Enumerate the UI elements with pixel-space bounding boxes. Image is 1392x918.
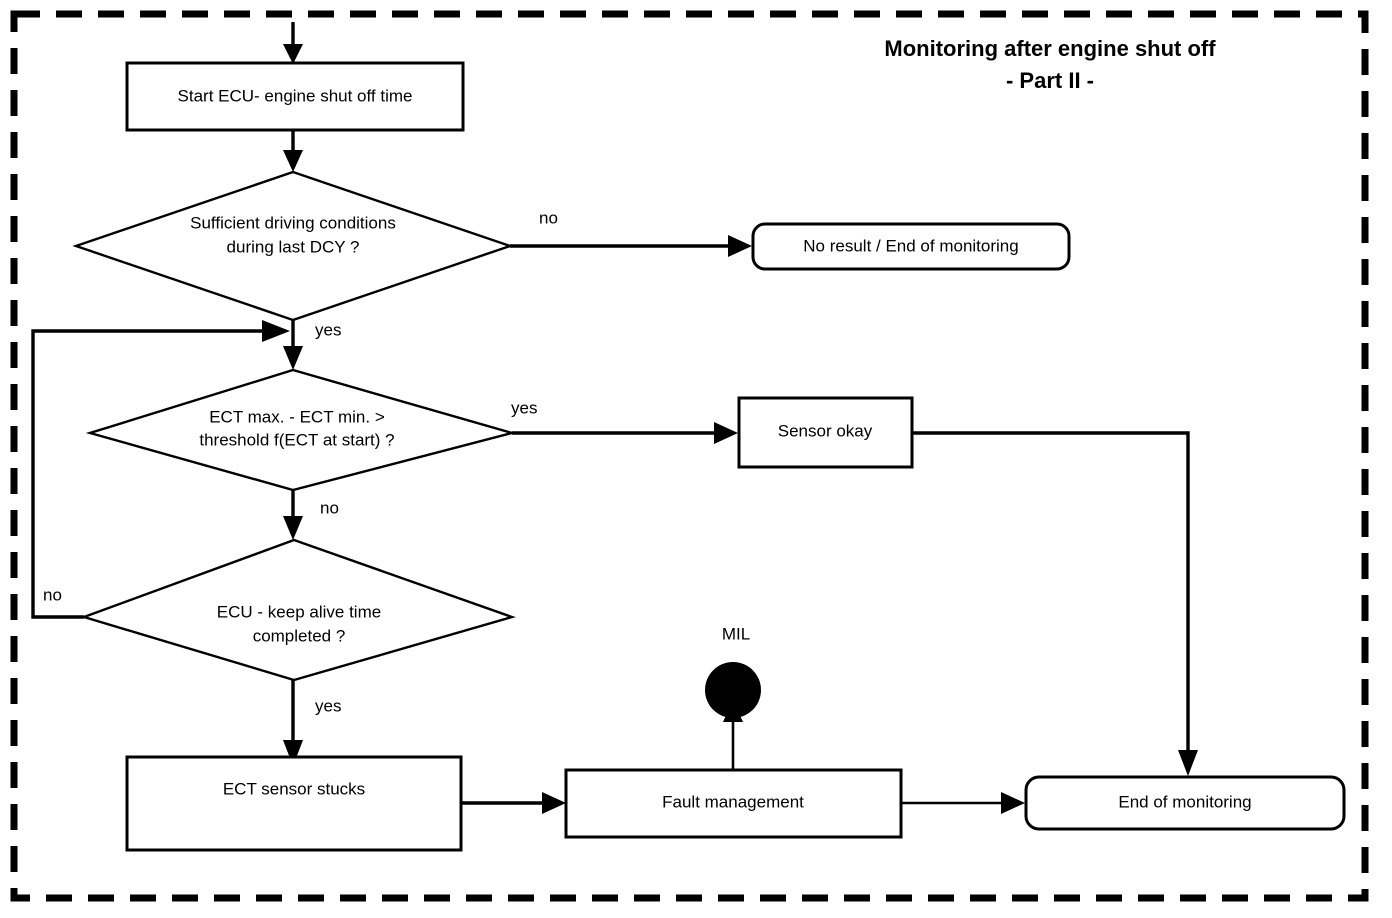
connector-start-to-driving-conditions: [283, 130, 303, 172]
connector-keep-alive-no-feedback: [31, 320, 290, 619]
connector-stucks-to-fault-management: [461, 792, 566, 814]
edge-label-ect-threshold-yes: yes: [511, 398, 537, 417]
diagram-title-line2: - Part II -: [1006, 68, 1094, 93]
node-ect-sensor-stucks[interactable]: ECT sensor stucks: [125, 755, 463, 852]
node-start-process[interactable]: Start ECU- engine shut off time: [125, 61, 465, 132]
node-start-process-label: Start ECU- engine shut off time: [178, 86, 413, 105]
node-sensor-okay[interactable]: Sensor okay: [737, 396, 914, 469]
node-ect-sensor-stucks-label: ECT sensor stucks: [223, 779, 365, 798]
node-end-of-monitoring-label: End of monitoring: [1118, 792, 1251, 811]
node-decision-ect-threshold-label-line2: threshold f(ECT at start) ?: [199, 430, 394, 449]
connector-fault-management-to-end: [901, 792, 1025, 814]
connector-driving-conditions-no: [510, 235, 752, 257]
node-decision-keep-alive-label-line2: completed ?: [253, 626, 346, 645]
node-decision-ect-threshold[interactable]: ECT max. - ECT min. > threshold f(ECT at…: [85, 368, 517, 492]
node-no-result-terminator-label: No result / End of monitoring: [803, 236, 1018, 255]
node-decision-ect-threshold-label-line1: ECT max. - ECT min. >: [209, 407, 385, 426]
edge-label-driving-conditions-yes: yes: [315, 320, 341, 339]
connector-keep-alive-yes: [283, 680, 303, 766]
node-decision-driving-conditions[interactable]: Sufficient driving conditions during las…: [72, 170, 514, 322]
connector-ect-threshold-no: [283, 490, 303, 540]
edge-label-ect-threshold-no: no: [320, 498, 339, 517]
edge-label-driving-conditions-no: no: [539, 208, 558, 227]
diagram-dashed-border: [10, 10, 1369, 902]
edge-label-keep-alive-yes: yes: [315, 696, 341, 715]
connector-ect-threshold-yes: [512, 422, 738, 444]
node-end-of-monitoring[interactable]: End of monitoring: [1024, 775, 1346, 831]
node-fault-management[interactable]: Fault management: [564, 768, 903, 839]
node-sensor-okay-label: Sensor okay: [778, 421, 873, 440]
node-decision-keep-alive[interactable]: ECU - keep alive time completed ?: [80, 538, 516, 682]
node-mil-indicator[interactable]: MIL: [705, 624, 761, 718]
connector-driving-conditions-yes: [283, 320, 303, 370]
node-decision-driving-conditions-label-line1: Sufficient driving conditions: [190, 213, 396, 232]
node-decision-driving-conditions-label-line2: during last DCY ?: [227, 237, 360, 256]
node-decision-keep-alive-label-line1: ECU - keep alive time: [217, 602, 381, 621]
mil-label: MIL: [722, 624, 750, 643]
edge-label-keep-alive-no: no: [43, 585, 62, 604]
connector-sensor-okay-to-end: [912, 431, 1198, 776]
connector-entry-to-start: [283, 22, 303, 64]
node-fault-management-label: Fault management: [662, 792, 804, 811]
diagram-title-line1: Monitoring after engine shut off: [884, 36, 1216, 61]
node-no-result-terminator[interactable]: No result / End of monitoring: [751, 222, 1071, 271]
